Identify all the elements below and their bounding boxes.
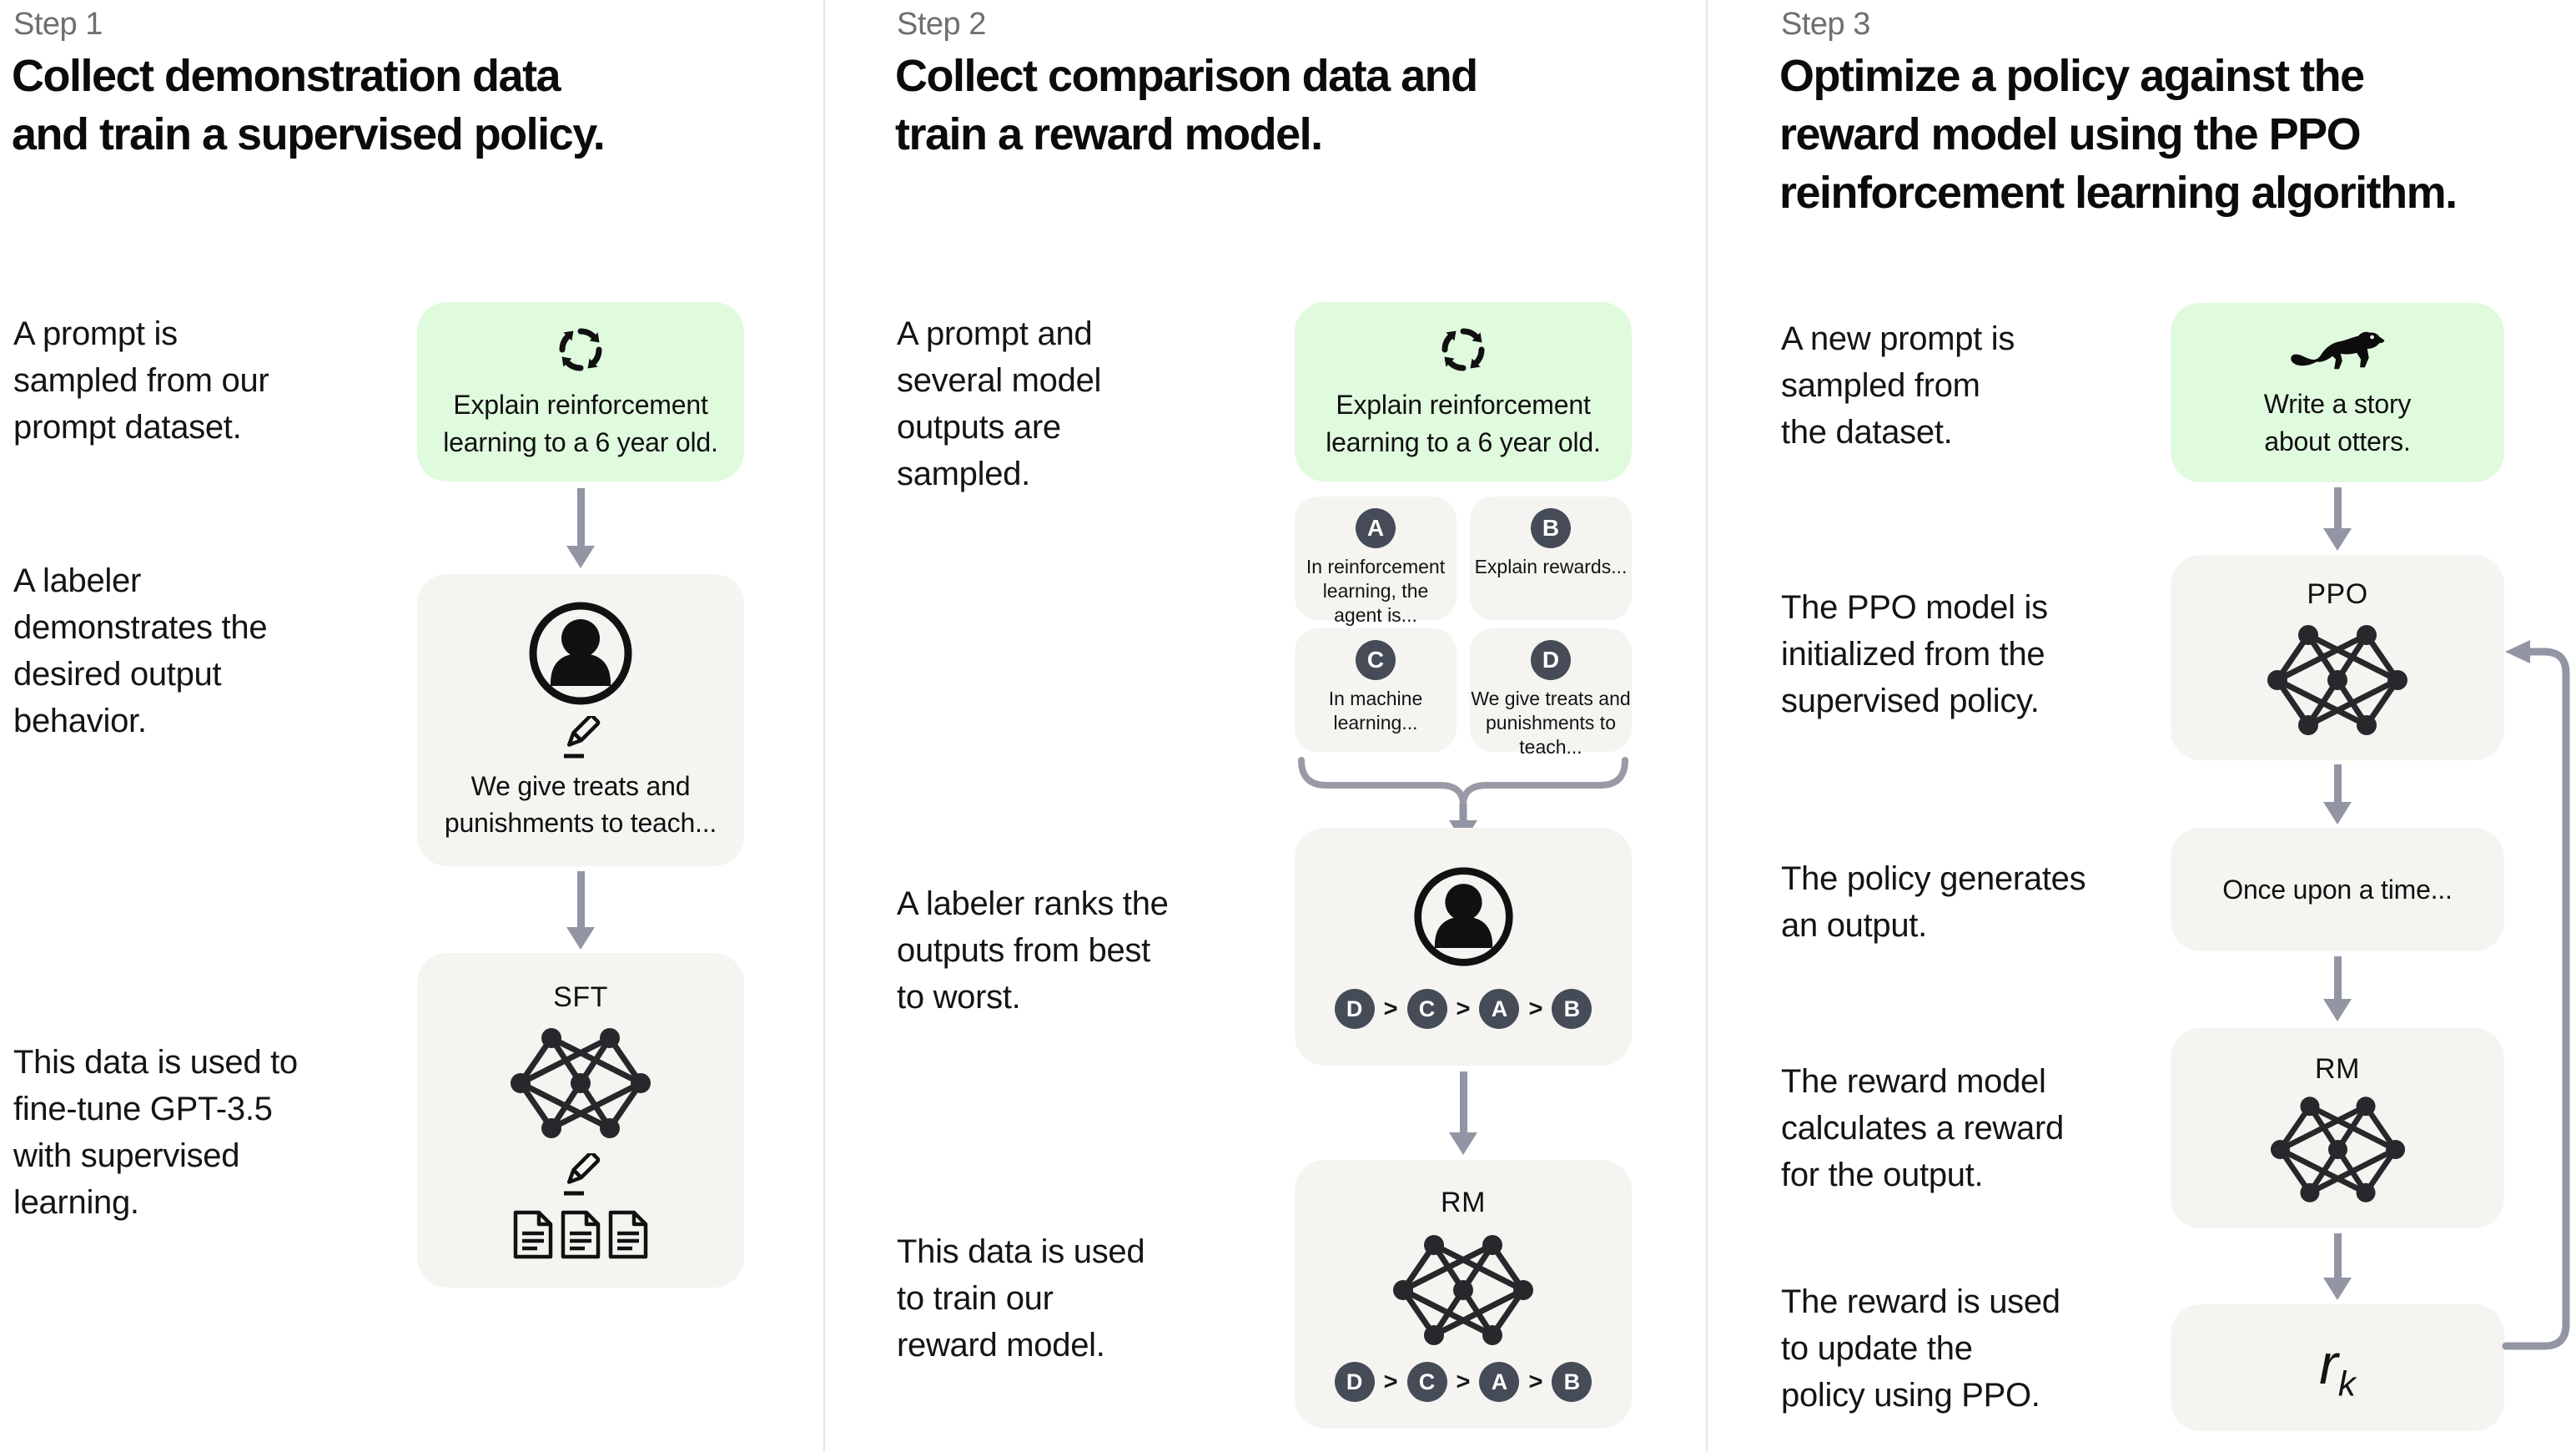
- text-train-reward-model: This data is used to train our reward mo…: [897, 1233, 1145, 1364]
- text-reward-calculated: The reward model calculates a reward for…: [1781, 1063, 2064, 1193]
- rank-badge: B: [1552, 989, 1592, 1029]
- ranking-row: D > C > A > B: [1334, 989, 1592, 1029]
- feedback-loop-arrow-icon: [2502, 640, 2570, 1350]
- text-prompt-sampled: A prompt is sampled from our prompt data…: [13, 315, 269, 446]
- model-label: SFT: [553, 981, 608, 1013]
- text-labeler-demonstrates: A labeler demonstrates the desired outpu…: [13, 562, 268, 739]
- cycle-icon: [1436, 323, 1490, 376]
- model-label: PPO: [2307, 578, 2368, 610]
- text-finetune-gpt: This data is used to fine-tune GPT-3.5 w…: [13, 1044, 298, 1221]
- prompt-box-label: Write a story about otters.: [2263, 389, 2412, 456]
- step-label: Step 2: [897, 7, 986, 42]
- arrow-down-icon: [566, 871, 595, 950]
- option-badge: A: [1356, 508, 1396, 548]
- otter-icon: [2291, 332, 2385, 370]
- rank-separator: >: [1456, 995, 1471, 1022]
- output-box: Once upon a time...: [2171, 828, 2504, 951]
- model-label: RM: [1441, 1187, 1486, 1218]
- reward-box: rk: [2171, 1304, 2504, 1431]
- neural-network-icon: [1392, 1234, 1534, 1347]
- option-box-b: B Explain rewards...: [1470, 497, 1632, 620]
- rank-badge: A: [1479, 989, 1520, 1029]
- option-text: We give treats and punishments to teach.…: [1471, 688, 1631, 758]
- output-box-label: Once upon a time...: [2222, 874, 2453, 905]
- labeler-person-icon: [526, 599, 635, 708]
- rank-badge: B: [1552, 1362, 1592, 1402]
- option-badge: D: [1531, 640, 1571, 680]
- rank-badge: A: [1479, 1362, 1520, 1402]
- ppo-model-box: PPO: [2171, 555, 2504, 760]
- rm-model-box: RM D > C > A > B: [1295, 1160, 1632, 1429]
- arrow-down-icon: [1449, 1071, 1477, 1155]
- rank-badge: D: [1334, 989, 1375, 1029]
- prompt-box-label: Explain reinforcement learning to a 6 ye…: [443, 390, 718, 457]
- labeler-person-icon: [1411, 865, 1516, 969]
- neural-network-icon: [2267, 624, 2408, 737]
- rm-model-box: RM: [2171, 1028, 2504, 1228]
- ranking-row: D > C > A > B: [1334, 1362, 1592, 1402]
- cycle-icon: [554, 323, 607, 376]
- rank-separator: >: [1383, 995, 1398, 1022]
- ranking-box: D > C > A > B: [1295, 828, 1632, 1066]
- text-outputs-sampled: A prompt and several model outputs are s…: [897, 315, 1102, 492]
- reward-symbol: rk: [2319, 1332, 2356, 1404]
- option-badge: B: [1531, 508, 1571, 548]
- option-box-a: A In reinforcement learning, the agent i…: [1295, 497, 1457, 626]
- rank-separator: >: [1528, 1368, 1543, 1395]
- arrow-down-icon: [2323, 487, 2352, 551]
- option-box-d: D We give treats and punishments to teac…: [1470, 628, 1632, 758]
- option-text: In reinforcement learning, the agent is.…: [1306, 556, 1446, 626]
- prompt-box: Write a story about otters.: [2171, 303, 2504, 482]
- pencil-icon: [559, 716, 602, 759]
- arrow-down-icon: [2323, 956, 2352, 1021]
- text-new-prompt: A new prompt is sampled from the dataset…: [1781, 320, 2015, 451]
- option-text: Explain rewards...: [1474, 556, 1628, 577]
- step-heading: Collect demonstration data and train a s…: [12, 51, 606, 160]
- arrow-down-icon: [2323, 1233, 2352, 1300]
- option-box-c: C In machine learning...: [1295, 628, 1457, 752]
- prompt-box-label: Explain reinforcement learning to a 6 ye…: [1326, 390, 1601, 457]
- step-label: Step 1: [13, 7, 103, 42]
- sft-model-box: SFT: [417, 953, 744, 1288]
- prompt-box: Explain reinforcement learning to a 6 ye…: [417, 302, 744, 481]
- arrow-down-icon: [566, 488, 595, 568]
- rank-badge: C: [1406, 1362, 1447, 1402]
- pencil-icon: [559, 1153, 602, 1197]
- step-heading: Collect comparison data and train a rewa…: [895, 51, 1478, 160]
- documents-icon: [512, 1210, 649, 1260]
- option-badge: C: [1356, 640, 1396, 680]
- neural-network-icon: [2270, 1096, 2406, 1204]
- step-heading: Optimize a policy against the reward mod…: [1779, 51, 2458, 219]
- step-label: Step 3: [1781, 7, 1870, 42]
- text-policy-generates: The policy generates an output.: [1781, 860, 2086, 944]
- rank-separator: >: [1528, 995, 1543, 1022]
- rank-badge: D: [1334, 1362, 1375, 1402]
- neural-network-icon: [510, 1027, 652, 1140]
- rank-badge: C: [1406, 989, 1447, 1029]
- text-reward-updates-policy: The reward is used to update the policy …: [1781, 1283, 2060, 1414]
- column-divider: [1706, 0, 1708, 1452]
- model-label: RM: [2315, 1052, 2360, 1085]
- prompt-box: Explain reinforcement learning to a 6 ye…: [1295, 302, 1632, 481]
- labeler-box-label: We give treats and punishments to teach.…: [444, 770, 717, 838]
- arrow-down-icon: [2323, 764, 2352, 824]
- rank-separator: >: [1456, 1368, 1471, 1395]
- option-text: In machine learning...: [1328, 688, 1423, 734]
- column-divider: [823, 0, 825, 1452]
- text-ppo-initialized: The PPO model is initialized from the su…: [1781, 589, 2048, 719]
- labeler-box: We give treats and punishments to teach.…: [417, 574, 744, 866]
- rank-separator: >: [1383, 1368, 1398, 1395]
- text-labeler-ranks: A labeler ranks the outputs from best to…: [897, 885, 1169, 1016]
